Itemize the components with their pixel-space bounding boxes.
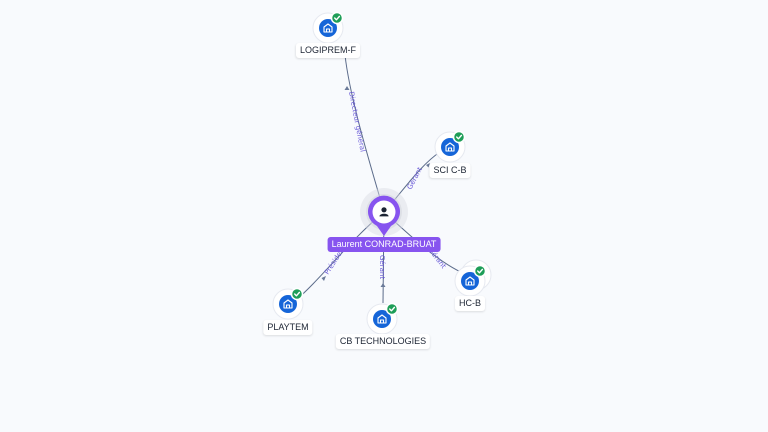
edge-label-logiprem: Directeur général bbox=[347, 91, 367, 153]
company-node-hcb[interactable] bbox=[454, 259, 492, 297]
company-label-logiprem[interactable]: LOGIPREM-F bbox=[295, 43, 361, 58]
company-node-sci[interactable] bbox=[434, 130, 466, 163]
verified-check-icon bbox=[452, 130, 466, 144]
arrow-playtem bbox=[321, 276, 326, 281]
company-node-playtem[interactable] bbox=[272, 287, 304, 320]
company-label-playtem[interactable]: PLAYTEM bbox=[263, 320, 313, 335]
edge-label-cbtech: Gérant bbox=[378, 255, 386, 279]
edge-logiprem bbox=[344, 54, 385, 213]
building-icon bbox=[323, 23, 333, 33]
building-icon bbox=[283, 299, 293, 309]
verified-check-icon bbox=[385, 302, 399, 316]
building-icon bbox=[465, 276, 475, 286]
person-node[interactable] bbox=[360, 188, 408, 236]
company-node-cbtech[interactable] bbox=[366, 302, 399, 335]
arrow-logiprem bbox=[344, 86, 350, 90]
company-label-sci[interactable]: SCI C-B bbox=[429, 163, 471, 178]
edge-label-sci: Gérant bbox=[406, 166, 424, 191]
verified-check-icon bbox=[330, 11, 344, 25]
company-label-cbtech[interactable]: CB TECHNOLOGIES bbox=[335, 334, 431, 349]
building-icon bbox=[377, 314, 387, 324]
company-node-logiprem[interactable] bbox=[312, 11, 344, 44]
person-icon bbox=[379, 207, 389, 217]
building-icon bbox=[445, 142, 455, 152]
person-name-label[interactable]: Laurent CONRAD-BRUAT bbox=[327, 237, 441, 252]
company-label-hcb[interactable]: HC-B bbox=[455, 296, 485, 311]
verified-check-icon bbox=[473, 264, 487, 278]
arrow-cbtech bbox=[380, 283, 386, 287]
arrow-sci bbox=[426, 163, 430, 168]
verified-check-icon bbox=[290, 287, 304, 301]
